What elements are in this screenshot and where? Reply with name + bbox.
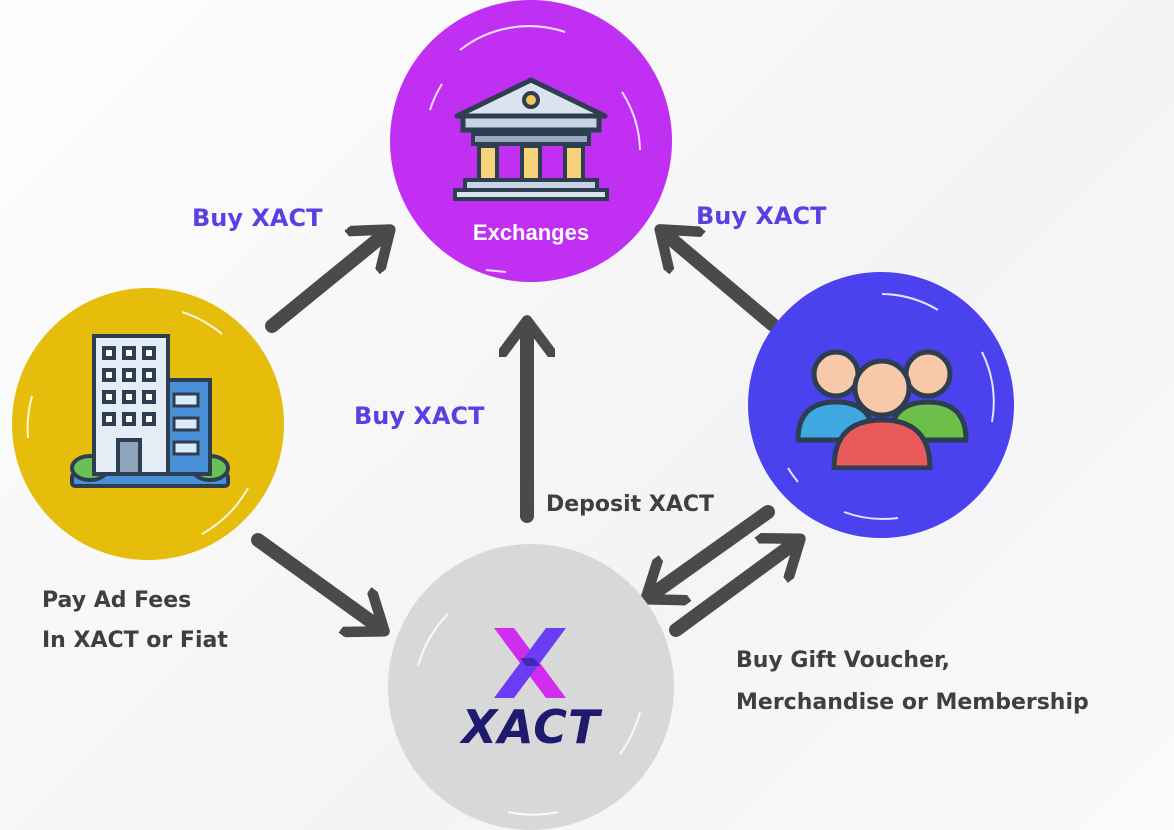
buy-xact-label-right: Buy XACT	[696, 202, 827, 230]
arrow-xact-to-users	[669, 542, 796, 637]
users-node	[748, 272, 1014, 538]
xact-node: XACT	[388, 544, 674, 830]
buy-xact-label-left: Buy XACT	[192, 204, 323, 232]
decorative-ring	[417, 613, 641, 816]
pay-ad-fees-label-line1: Pay Ad Fees	[42, 588, 192, 613]
xact-logo-text: XACT	[461, 700, 601, 754]
bank-icon	[453, 77, 609, 201]
user-group-icon	[795, 349, 969, 470]
decorative-ring	[787, 293, 995, 521]
arrow-company-to-exchanges	[265, 233, 386, 333]
exchanges-node: Exchanges	[390, 0, 672, 282]
office-building-icon	[70, 334, 230, 488]
company-node	[12, 288, 284, 560]
arrow-company-to-xact	[251, 533, 380, 628]
decorative-ring	[26, 311, 249, 535]
xact-logo-icon	[494, 628, 566, 698]
buy-gift-label-line2: Merchandise or Membership	[736, 690, 1089, 715]
pay-ad-fees-label-line2: In XACT or Fiat	[42, 628, 228, 653]
arrow-users-to-xact	[650, 505, 775, 596]
arrow-users-to-exchanges	[664, 233, 779, 331]
decorative-ring	[429, 25, 641, 273]
buy-xact-label-center: Buy XACT	[354, 402, 485, 430]
deposit-xact-label: Deposit XACT	[546, 492, 714, 517]
exchanges-label: Exchanges	[472, 220, 590, 245]
buy-gift-label-line1: Buy Gift Voucher,	[736, 648, 950, 673]
